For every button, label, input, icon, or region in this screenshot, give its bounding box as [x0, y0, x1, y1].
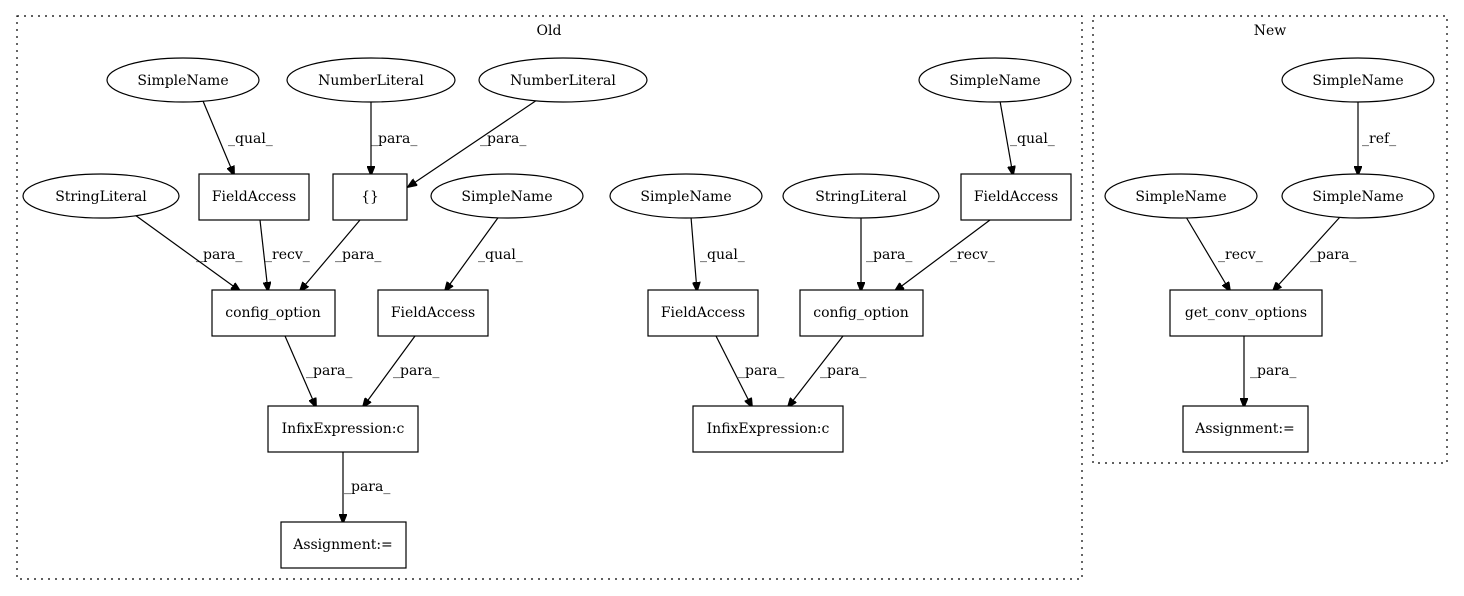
edge-para [408, 97, 541, 187]
svg-text:FieldAccess: FieldAccess [212, 189, 296, 205]
edge-label: _para_ [196, 247, 242, 263]
edge-label: _para_ [344, 479, 390, 495]
node-number-literal: NumberLiteral [286, 57, 456, 103]
edge-label: _qual_ [1010, 131, 1055, 147]
edge-label: _para_ [371, 131, 417, 147]
edge-label: _recv_ [265, 247, 310, 263]
node-infix-expression: InfixExpression:c [267, 405, 419, 453]
cluster-new-label: New [1254, 23, 1287, 39]
edges-old: _qual_ _para_ _para_ _para_ _recv_ _para… [134, 97, 541, 523]
edge-label: _para_ [738, 363, 784, 379]
edge-label: _para_ [866, 247, 912, 263]
node-simple-name: SimpleName [918, 57, 1072, 103]
svg-text:Assignment:=: Assignment:= [292, 537, 393, 553]
svg-text:InfixExpression:c: InfixExpression:c [707, 421, 830, 437]
node-infix-expression: InfixExpression:c [692, 405, 844, 453]
edge-para [300, 219, 361, 291]
node-simple-name: SimpleName [1281, 57, 1435, 103]
edge-label: _qual_ [478, 247, 523, 263]
edge-label: _para_ [1250, 363, 1296, 379]
node-field-access: FieldAccess [377, 289, 489, 337]
svg-text:NumberLiteral: NumberLiteral [510, 73, 616, 89]
edge-label: _qual_ [700, 247, 745, 263]
node-string-literal: StringLiteral [782, 173, 940, 219]
node-number-literal: NumberLiteral [478, 57, 648, 103]
svg-text:SimpleName: SimpleName [640, 189, 731, 205]
edge-label: _qual_ [228, 131, 273, 147]
edge-label: _recv_ [1218, 247, 1263, 263]
node-assignment: Assignment:= [280, 521, 407, 569]
svg-text:StringLiteral: StringLiteral [55, 189, 147, 205]
edge-para [284, 335, 316, 407]
node-simple-name: SimpleName [106, 57, 260, 103]
nodes-old: SimpleName NumberLiteral NumberLiteral S… [22, 57, 1072, 569]
node-simple-name: SimpleName [430, 173, 584, 219]
svg-text:SimpleName: SimpleName [949, 73, 1040, 89]
edges-old-right: _qual_ _qual_ _para_ _recv_ _para_ _para… [690, 100, 1055, 407]
edge-para [134, 214, 240, 291]
edge-para [363, 335, 416, 407]
svg-text:SimpleName: SimpleName [461, 189, 552, 205]
node-field-access: FieldAccess [198, 173, 310, 221]
edge-para [788, 335, 844, 407]
node-simple-name: SimpleName [609, 173, 763, 219]
edge-qual [999, 100, 1013, 175]
edge-label: _recv_ [950, 247, 995, 263]
edge-label: _ref_ [1362, 131, 1396, 147]
edge-recv [259, 219, 268, 291]
edge-para [715, 335, 752, 407]
node-array-initializer: {} [332, 173, 408, 221]
svg-text:SimpleName: SimpleName [1135, 189, 1226, 205]
svg-text:{}: {} [361, 189, 379, 205]
edges-new: _ref_ _recv_ _para_ _para_ [1185, 101, 1396, 407]
svg-text:SimpleName: SimpleName [1312, 189, 1403, 205]
svg-text:SimpleName: SimpleName [137, 73, 228, 89]
svg-text:config_option: config_option [813, 305, 909, 321]
edge-recv [895, 219, 991, 291]
node-field-access: FieldAccess [960, 173, 1072, 221]
svg-text:StringLiteral: StringLiteral [815, 189, 907, 205]
edge-label: _para_ [820, 363, 866, 379]
edge-label: _para_ [393, 363, 439, 379]
svg-text:SimpleName: SimpleName [1312, 73, 1403, 89]
edge-label: _para_ [480, 131, 526, 147]
svg-text:FieldAccess: FieldAccess [661, 305, 745, 321]
edge-label: _para_ [335, 247, 381, 263]
edge-para [1273, 216, 1341, 291]
edge-qual [445, 214, 501, 291]
edge-recv [1185, 216, 1230, 291]
cluster-old-label: Old [537, 23, 562, 39]
svg-text:FieldAccess: FieldAccess [391, 305, 475, 321]
node-field-access: FieldAccess [647, 289, 759, 337]
svg-text:FieldAccess: FieldAccess [974, 189, 1058, 205]
svg-text:config_option: config_option [225, 305, 321, 321]
edge-qual [202, 100, 234, 175]
node-assignment: Assignment:= [1182, 405, 1309, 453]
cluster-new: New [1092, 15, 1448, 464]
svg-text:get_conv_options: get_conv_options [1185, 305, 1307, 321]
node-config-option: config_option [799, 289, 924, 337]
edge-qual [690, 216, 697, 291]
cluster-old: Old [16, 15, 1083, 580]
node-string-literal: StringLiteral [22, 173, 180, 219]
node-config-option: config_option [211, 289, 336, 337]
svg-text:NumberLiteral: NumberLiteral [318, 73, 424, 89]
edge-label: _para_ [1310, 247, 1356, 263]
edge-label: _para_ [306, 363, 352, 379]
node-get-conv-options: get_conv_options [1169, 289, 1323, 337]
svg-text:InfixExpression:c: InfixExpression:c [282, 421, 405, 437]
node-simple-name: SimpleName [1104, 173, 1258, 219]
node-simple-name: SimpleName [1281, 173, 1435, 219]
nodes-new: SimpleName SimpleName SimpleName get_con… [1104, 57, 1435, 453]
svg-text:Assignment:=: Assignment:= [1194, 421, 1295, 437]
